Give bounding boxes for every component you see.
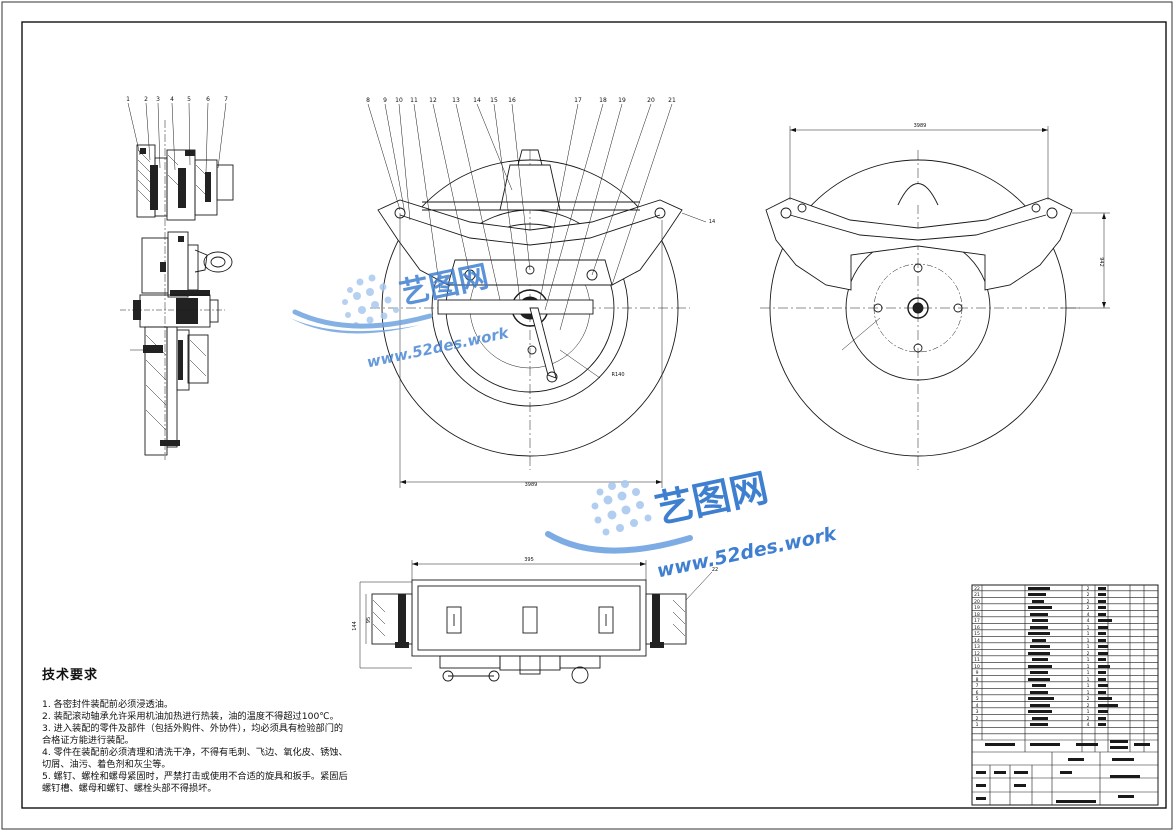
bom-row-10: 10 [974,664,980,670]
balloon-17: 17 [574,97,582,104]
balloon-14-right: 14 [709,219,715,225]
dim-right-height: 942 [1098,257,1104,267]
balloon-20: 20 [647,97,655,104]
bom-row-17: 17 [974,618,980,624]
note-line-3: 3. 进入装配的零件及部件（包括外购件、外协件），均必须具有检验部门的 [42,723,344,734]
balloon-3: 3 [156,96,160,103]
bom-row-4: 4 [976,703,979,709]
bom-qty-15: 1 [1087,631,1090,637]
bom-cell-fills [976,587,1150,803]
bom-row-16: 16 [974,625,980,631]
balloon-6: 6 [206,96,210,103]
balloon-5: 5 [187,96,191,103]
bom-qty-16: 1 [1087,625,1090,631]
bom-row-6: 6 [976,690,979,696]
notes-title: 技术要求 [42,668,99,683]
balloon-4: 4 [170,96,174,103]
bom-row-15: 15 [974,631,980,637]
leaders-center [367,103,673,331]
bom-row-2: 2 [976,716,979,722]
sheet-frame [21,21,1167,809]
balloon-9: 9 [383,97,387,104]
bom-row-14: 14 [974,638,980,644]
balloon-13: 13 [452,97,460,104]
balloon-11: 11 [410,97,418,104]
note-line-4: 合格证方能进行装配。 [42,735,134,746]
bom-row-7: 7 [976,683,979,689]
bom-qty-14: 1 [1087,638,1090,644]
bom-qty-3: 1 [1087,709,1090,715]
watermark-top [290,274,433,334]
bom-row-13: 13 [974,644,980,650]
dim-right-width: 3989 [914,123,927,129]
bom-qty-22: 2 [1087,586,1090,592]
note-line-2: 2. 装配滚动轴承允许采用机油加热进行热装，油的温度不得超过100℃。 [42,711,339,722]
balloon-12: 12 [429,97,437,104]
balloon-8: 8 [366,97,370,104]
balloon-15: 15 [490,97,498,104]
bom-row-8: 8 [976,677,979,683]
dim-bottom-inner: 95 [366,617,372,623]
bom-row-9: 9 [976,670,979,676]
balloon-16: 16 [508,97,516,104]
bom-qty-12: 2 [1087,651,1090,657]
bom-qty-7: 1 [1087,683,1090,689]
bom-row-21: 21 [974,592,980,598]
note-line-6: 切屑、油污、着色剂和灰尘等。 [42,759,171,770]
bom-qty-17: 4 [1087,618,1090,624]
watermark-url-bottom: www.52des.work [655,523,840,583]
bom-qty-10: 1 [1087,664,1090,670]
balloon-1: 1 [126,96,130,103]
bom-qty-8: 1 [1087,677,1090,683]
dim-radius: R140 [611,372,624,378]
bom-row-19: 19 [974,605,980,611]
watermark-bottom [545,480,693,554]
note-line-7: 5. 螺钉、螺栓和螺母紧固时，严禁打击或使用不合适的旋具和扳手。紧固后 [42,771,348,782]
front-view-center [370,149,707,488]
note-line-5: 4. 零件在装配前必须清理和清洗干净，不得有毛刺、飞边、氧化皮、锈蚀、 [42,747,348,758]
bom-qty-4: 2 [1087,703,1090,709]
bom-qty-9: 1 [1087,670,1090,676]
dim-center-width: 3989 [525,482,538,488]
bom-qty-1: 4 [1087,722,1090,728]
bom-table [971,584,1159,806]
bom-qty-6: 1 [1087,690,1090,696]
bom-qty-19: 2 [1087,605,1090,611]
balloon-18: 18 [599,97,607,104]
bom-qty-2: 2 [1087,716,1090,722]
bom-row-1: 1 [976,722,979,728]
balloon-22: 22 [712,567,718,573]
bom-row-18: 18 [974,612,980,618]
bom-qty-21: 2 [1087,592,1090,598]
rear-view-right [760,126,1110,470]
bom-row-12: 12 [974,651,980,657]
plan-view-bottom [359,560,713,684]
balloon-19: 19 [618,97,626,104]
dim-bottom-width: 395 [524,557,534,563]
bom-qty-11: 1 [1087,657,1090,663]
bom-row-5: 5 [976,696,979,702]
balloon-21: 21 [668,97,676,104]
bom-row-3: 3 [976,709,979,715]
dim-bottom-height: 144 [352,621,358,631]
bom-qty-18: 4 [1087,612,1090,618]
bom-qty-5: 2 [1087,696,1090,702]
balloon-2: 2 [144,96,148,103]
bom-qty-20: 2 [1087,599,1090,605]
bom-row-20: 20 [974,599,980,605]
watermark-brand-bottom: 艺图网 [651,465,772,532]
bom-row-11: 11 [974,657,980,663]
note-line-8: 螺钉槽、螺母和螺钉、螺栓头部不得损坏。 [42,783,217,794]
leaders-left [127,102,227,173]
note-line-1: 1. 各密封件装配前必须浸透油。 [42,699,174,710]
bom-row-22: 22 [974,586,980,592]
balloon-14: 14 [473,97,481,104]
balloon-7: 7 [224,96,228,103]
bom-qty-13: 1 [1087,644,1090,650]
section-view-left [120,120,234,460]
balloon-10: 10 [395,97,403,104]
technical-requirements: 技术要求 1. 各密封件装配前必须浸透油。 2. 装配滚动轴承允许采用机油加热进… [42,664,372,795]
